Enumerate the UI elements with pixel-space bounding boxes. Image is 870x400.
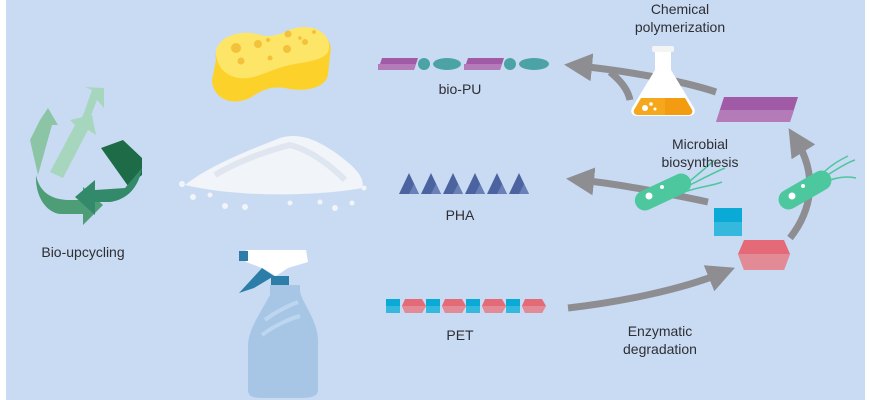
pet-monomer-cyan — [466, 299, 480, 306]
pha-label: PHA — [445, 207, 475, 223]
microbial-label-line1: Microbial — [671, 136, 728, 152]
spray-bottle-icon — [239, 250, 318, 398]
pet-chain — [386, 299, 546, 313]
pet-monomer-cyan — [714, 208, 742, 236]
enzymatic-label-line2: degradation — [623, 341, 697, 357]
arrow-to-bio-pu — [564, 53, 718, 96]
enzymatic-degradation-label: Enzymatic degradation — [590, 322, 730, 358]
bacterium-icon-right — [778, 155, 857, 210]
bacterium-icon-left — [634, 159, 726, 211]
chemical-polymerization-label: Chemical polymerization — [610, 0, 750, 36]
pet-monomer-cyan — [386, 299, 400, 306]
pet-label: PET — [446, 327, 474, 343]
bio-pu-label: bio-PU — [438, 81, 482, 97]
sponge-icon — [212, 26, 331, 102]
recycle-label: Bio-upcycling — [41, 244, 125, 260]
microbial-biosynthesis-label: Microbial biosynthesis — [630, 135, 770, 171]
chemical-label-line1: Chemical — [650, 1, 710, 17]
arrow-branch-flask — [607, 69, 634, 101]
chemical-label-line2: polymerization — [634, 19, 726, 35]
pet-monomer-cyan — [506, 299, 520, 306]
arrow-enzymatic — [567, 265, 735, 312]
flask-icon — [631, 46, 695, 116]
recycle-icon — [30, 87, 142, 225]
pha-chain — [399, 173, 529, 194]
plastic-pellets-icon — [179, 136, 367, 211]
bio-pu-chain — [378, 58, 549, 70]
microbial-label-line2: biosynthesis — [661, 154, 739, 170]
pet-monomer-cyan — [426, 299, 440, 306]
pet-monomer-red — [738, 240, 790, 270]
enzymatic-label-line1: Enzymatic — [627, 323, 693, 339]
pu-monomer — [716, 97, 798, 122]
